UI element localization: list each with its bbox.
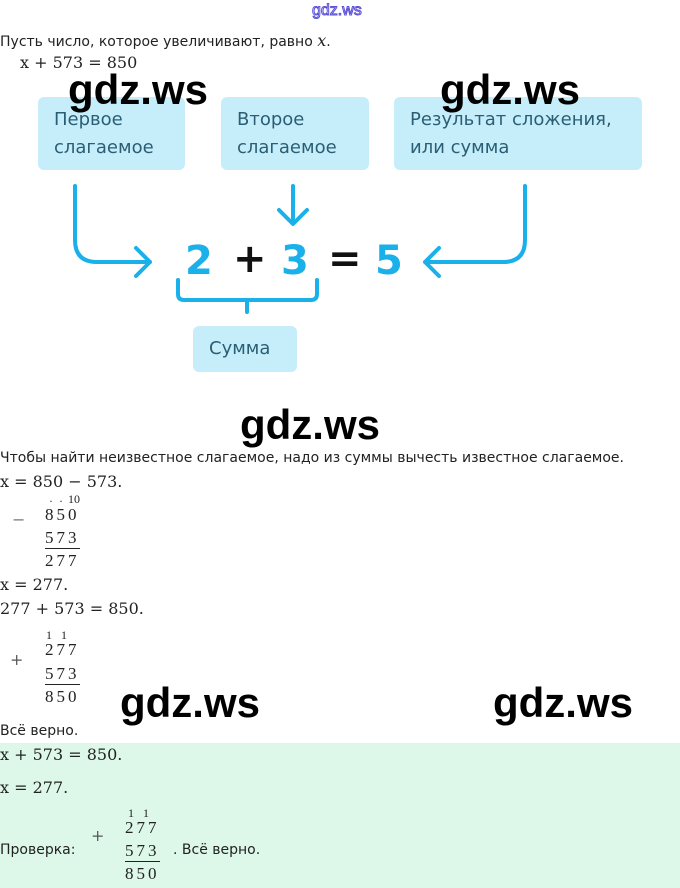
answer-equation-1: x + 573 = 850. [0, 745, 123, 764]
check-carry-marks: 1 1 [128, 806, 152, 820]
check-sum: 850 [125, 864, 160, 883]
check-addend-b: 573 [125, 841, 160, 862]
box-result-line2: или сумма [410, 137, 510, 158]
arrow-first-to-2 [73, 184, 152, 278]
eq-second: 3 [281, 238, 309, 284]
intro-dot: . [326, 34, 331, 50]
sum-bracket [176, 278, 319, 314]
difference: 277 [45, 551, 80, 570]
diagram: Первое слагаемое Второе слагаемое Результа… [0, 68, 680, 398]
minuend: 850 [45, 505, 80, 524]
box-first-line2: слагаемое [54, 137, 154, 158]
intro-var: x [317, 31, 327, 50]
watermark: gdz.ws [120, 679, 261, 726]
intro-equation: x + 573 = 850 [20, 53, 138, 72]
subtrahend: 573 [45, 528, 80, 549]
diagram-arrows [73, 184, 527, 314]
carry-marks: 1 1 [46, 628, 70, 642]
intro-text: Пусть число, которое увеличивают, равно [0, 34, 318, 50]
minus-sign: − [12, 510, 26, 529]
watermark: gdz.ws [240, 401, 381, 448]
eq-plus: + [233, 236, 267, 282]
watermark: gdz.ws [440, 66, 581, 113]
box-second-line1: Второе [237, 109, 305, 130]
eq-equals: = [328, 236, 362, 282]
check-label: Проверка: [0, 842, 76, 858]
eq-result: 5 [375, 238, 403, 284]
box-sum: Сумма [193, 326, 297, 372]
borrow-dots: · · [49, 494, 63, 508]
intro-line: Пусть число, которое увеличивают, равно … [0, 31, 331, 50]
eq-first: 2 [185, 238, 213, 284]
answer-equation-2: x = 277. [0, 778, 69, 797]
borrow-mark: 10 [68, 492, 80, 506]
equation-2: x = 277. [0, 575, 69, 594]
watermark: gdz.ws [493, 679, 634, 726]
sum: 850 [45, 687, 80, 706]
watermark-small: gdz.ws [312, 2, 363, 20]
box-second-addend: Второе слагаемое [221, 97, 369, 170]
watermark: gdz.ws [68, 66, 209, 113]
addend-b: 573 [45, 664, 80, 685]
addend-a: 277 [45, 640, 80, 659]
arrow-result-to-5 [423, 184, 527, 278]
equation-3: 277 + 573 = 850. [0, 599, 144, 618]
verdict: Всё верно. [0, 723, 79, 739]
box-result-line1: Результат сложения, [410, 109, 612, 130]
answer-panel: x + 573 = 850. x = 277. Проверка: + 1 1 … [0, 743, 680, 888]
check-plus-sign: + [91, 826, 105, 845]
equation-1: x = 850 − 573. [0, 472, 123, 491]
box-result: Результат сложения, или сумма [394, 97, 642, 170]
box-second-line2: слагаемое [237, 137, 337, 158]
box-first-addend: Первое слагаемое [38, 97, 185, 170]
rule-text: Чтобы найти неизвестное слагаемое, надо … [0, 450, 624, 466]
check-verdict: . Всё верно. [173, 842, 261, 858]
plus-sign: + [10, 650, 24, 669]
arrow-second-to-3 [277, 184, 309, 226]
box-first-line1: Первое [54, 109, 123, 130]
check-addend-a: 277 [125, 818, 160, 837]
